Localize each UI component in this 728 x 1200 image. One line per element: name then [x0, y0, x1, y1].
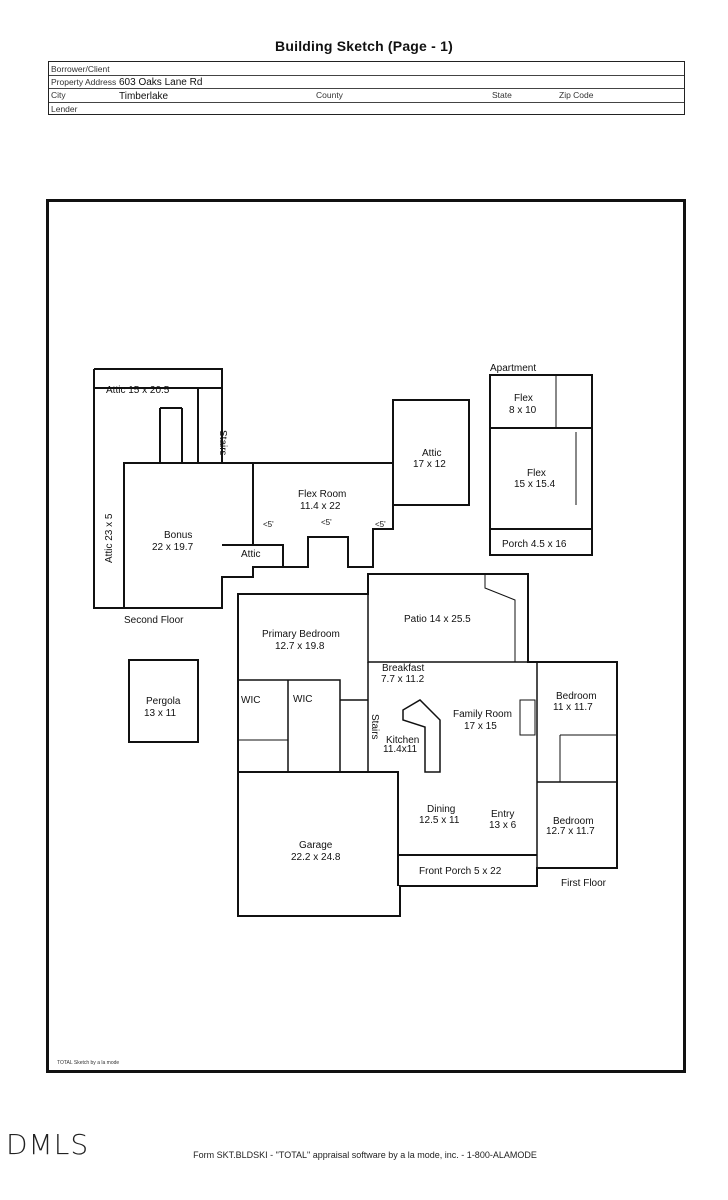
kitchen-counter: [402, 699, 441, 773]
property-info-box: Borrower/Client Property Address 603 Oak…: [48, 61, 685, 115]
address-label: Property Address: [51, 77, 117, 87]
city-value: Timberlake: [119, 91, 169, 102]
bedroom-a-name: Bedroom: [556, 691, 597, 702]
zip-label: Zip Code: [559, 90, 594, 100]
kitchen-name: Kitchen: [386, 735, 419, 746]
apartment-label: Apartment: [490, 363, 536, 374]
software-credit: TOTAL Sketch by a la mode: [57, 1060, 120, 1066]
apartment-outline: [489, 374, 593, 556]
flex-a-dim: 8 x 10: [509, 405, 537, 416]
sketch-frame: [46, 199, 686, 1073]
front-porch-label: Front Porch 5 x 22: [419, 866, 502, 877]
pergola-outline: [128, 659, 199, 743]
attic-15-outline: [94, 368, 223, 389]
wic-label: WIC: [293, 694, 312, 705]
lender-label: Lender: [51, 104, 78, 114]
address-value: 603 Oaks Lane Rd: [119, 77, 203, 88]
header-divider: [49, 88, 684, 89]
bedroom-b-dim: 12.7 x 11.7: [546, 826, 595, 837]
bedroom-b-name: Bedroom: [553, 816, 594, 827]
borrower-label: Borrower/Client: [51, 64, 110, 74]
flex-b-dim: 15 x 15.4: [514, 479, 556, 490]
pergola-name: Pergola: [146, 696, 181, 707]
patio-label: Patio 14 x 25.5: [404, 614, 471, 625]
header-divider: [49, 102, 684, 103]
stairs-upper-label: Stairs: [217, 430, 228, 456]
flex-room-dim: 11.4 x 22: [300, 501, 341, 512]
attic-17-name: Attic: [422, 448, 441, 459]
attic-17-dim: 17 x 12: [413, 459, 446, 470]
garage-name: Garage: [299, 840, 333, 851]
second-floor-label: Second Floor: [124, 615, 184, 626]
kitchen-dim: 11.4x11: [383, 744, 418, 755]
flex-b-name: Flex: [527, 468, 546, 479]
dmls-logo: DMLS: [6, 1128, 90, 1161]
attic-23-label: Attic 23 x 5: [104, 513, 115, 563]
flex-room-outline: [253, 462, 394, 568]
height-note: <5': [321, 518, 332, 527]
attic-15-label: Attic 15 x 20.5: [106, 385, 170, 396]
attic-17-outline: [392, 399, 470, 506]
form-footer: Form SKT.BLDSKI - "TOTAL" appraisal soft…: [193, 1150, 537, 1160]
plan-labels: Attic 15 x 20.5 Stairs Attic 23 x 5 Bonu…: [104, 363, 607, 889]
county-label: County: [316, 90, 343, 100]
height-note: <5': [375, 520, 386, 529]
first-floor-label: First Floor: [561, 878, 607, 889]
bonus-dim: 22 x 19.7: [152, 542, 194, 553]
family-dim: 17 x 15: [464, 721, 497, 732]
city-label: City: [51, 90, 66, 100]
page-title: Building Sketch (Page - 1): [275, 38, 453, 54]
flex-room-name: Flex Room: [298, 489, 346, 500]
patio-detail: [484, 574, 516, 662]
garage-wall: [238, 771, 537, 856]
stairs-lower-label: Stairs: [369, 714, 380, 740]
dining-name: Dining: [427, 804, 455, 815]
entry-name: Entry: [491, 809, 514, 820]
flex-a-name: Flex: [514, 393, 533, 404]
attic-23-outline: [93, 369, 124, 609]
porch-label: Porch 4.5 x 16: [502, 539, 567, 550]
pergola-dim: 13 x 11: [144, 708, 176, 719]
breakfast-name: Breakfast: [382, 663, 424, 674]
bath-lower: [559, 734, 617, 782]
wic-label: WIC: [241, 695, 260, 706]
family-name: Family Room: [453, 709, 512, 720]
closet-wall: [159, 407, 183, 463]
height-note: <5': [263, 520, 274, 529]
bonus-name: Bonus: [164, 530, 192, 541]
stairs-wall: [198, 387, 223, 463]
dining-dim: 12.5 x 11: [419, 815, 460, 826]
entry-dim: 13 x 6: [489, 820, 517, 831]
bonus-outline: [123, 462, 284, 609]
plan-walls: [93, 368, 618, 917]
primary-name: Primary Bedroom: [262, 629, 340, 640]
attic-small-label: Attic: [241, 549, 260, 560]
state-label: State: [492, 90, 512, 100]
garage-dim: 22.2 x 24.8: [291, 852, 341, 863]
breakfast-dim: 7.7 x 11.2: [381, 674, 425, 685]
fireplace: [519, 699, 536, 736]
primary-dim: 12.7 x 19.8: [275, 641, 325, 652]
header-divider: [49, 75, 684, 76]
bedroom-a-dim: 11 x 11.7: [553, 702, 593, 713]
wic-wall: [238, 679, 341, 772]
breakfast-wall: [340, 662, 369, 701]
